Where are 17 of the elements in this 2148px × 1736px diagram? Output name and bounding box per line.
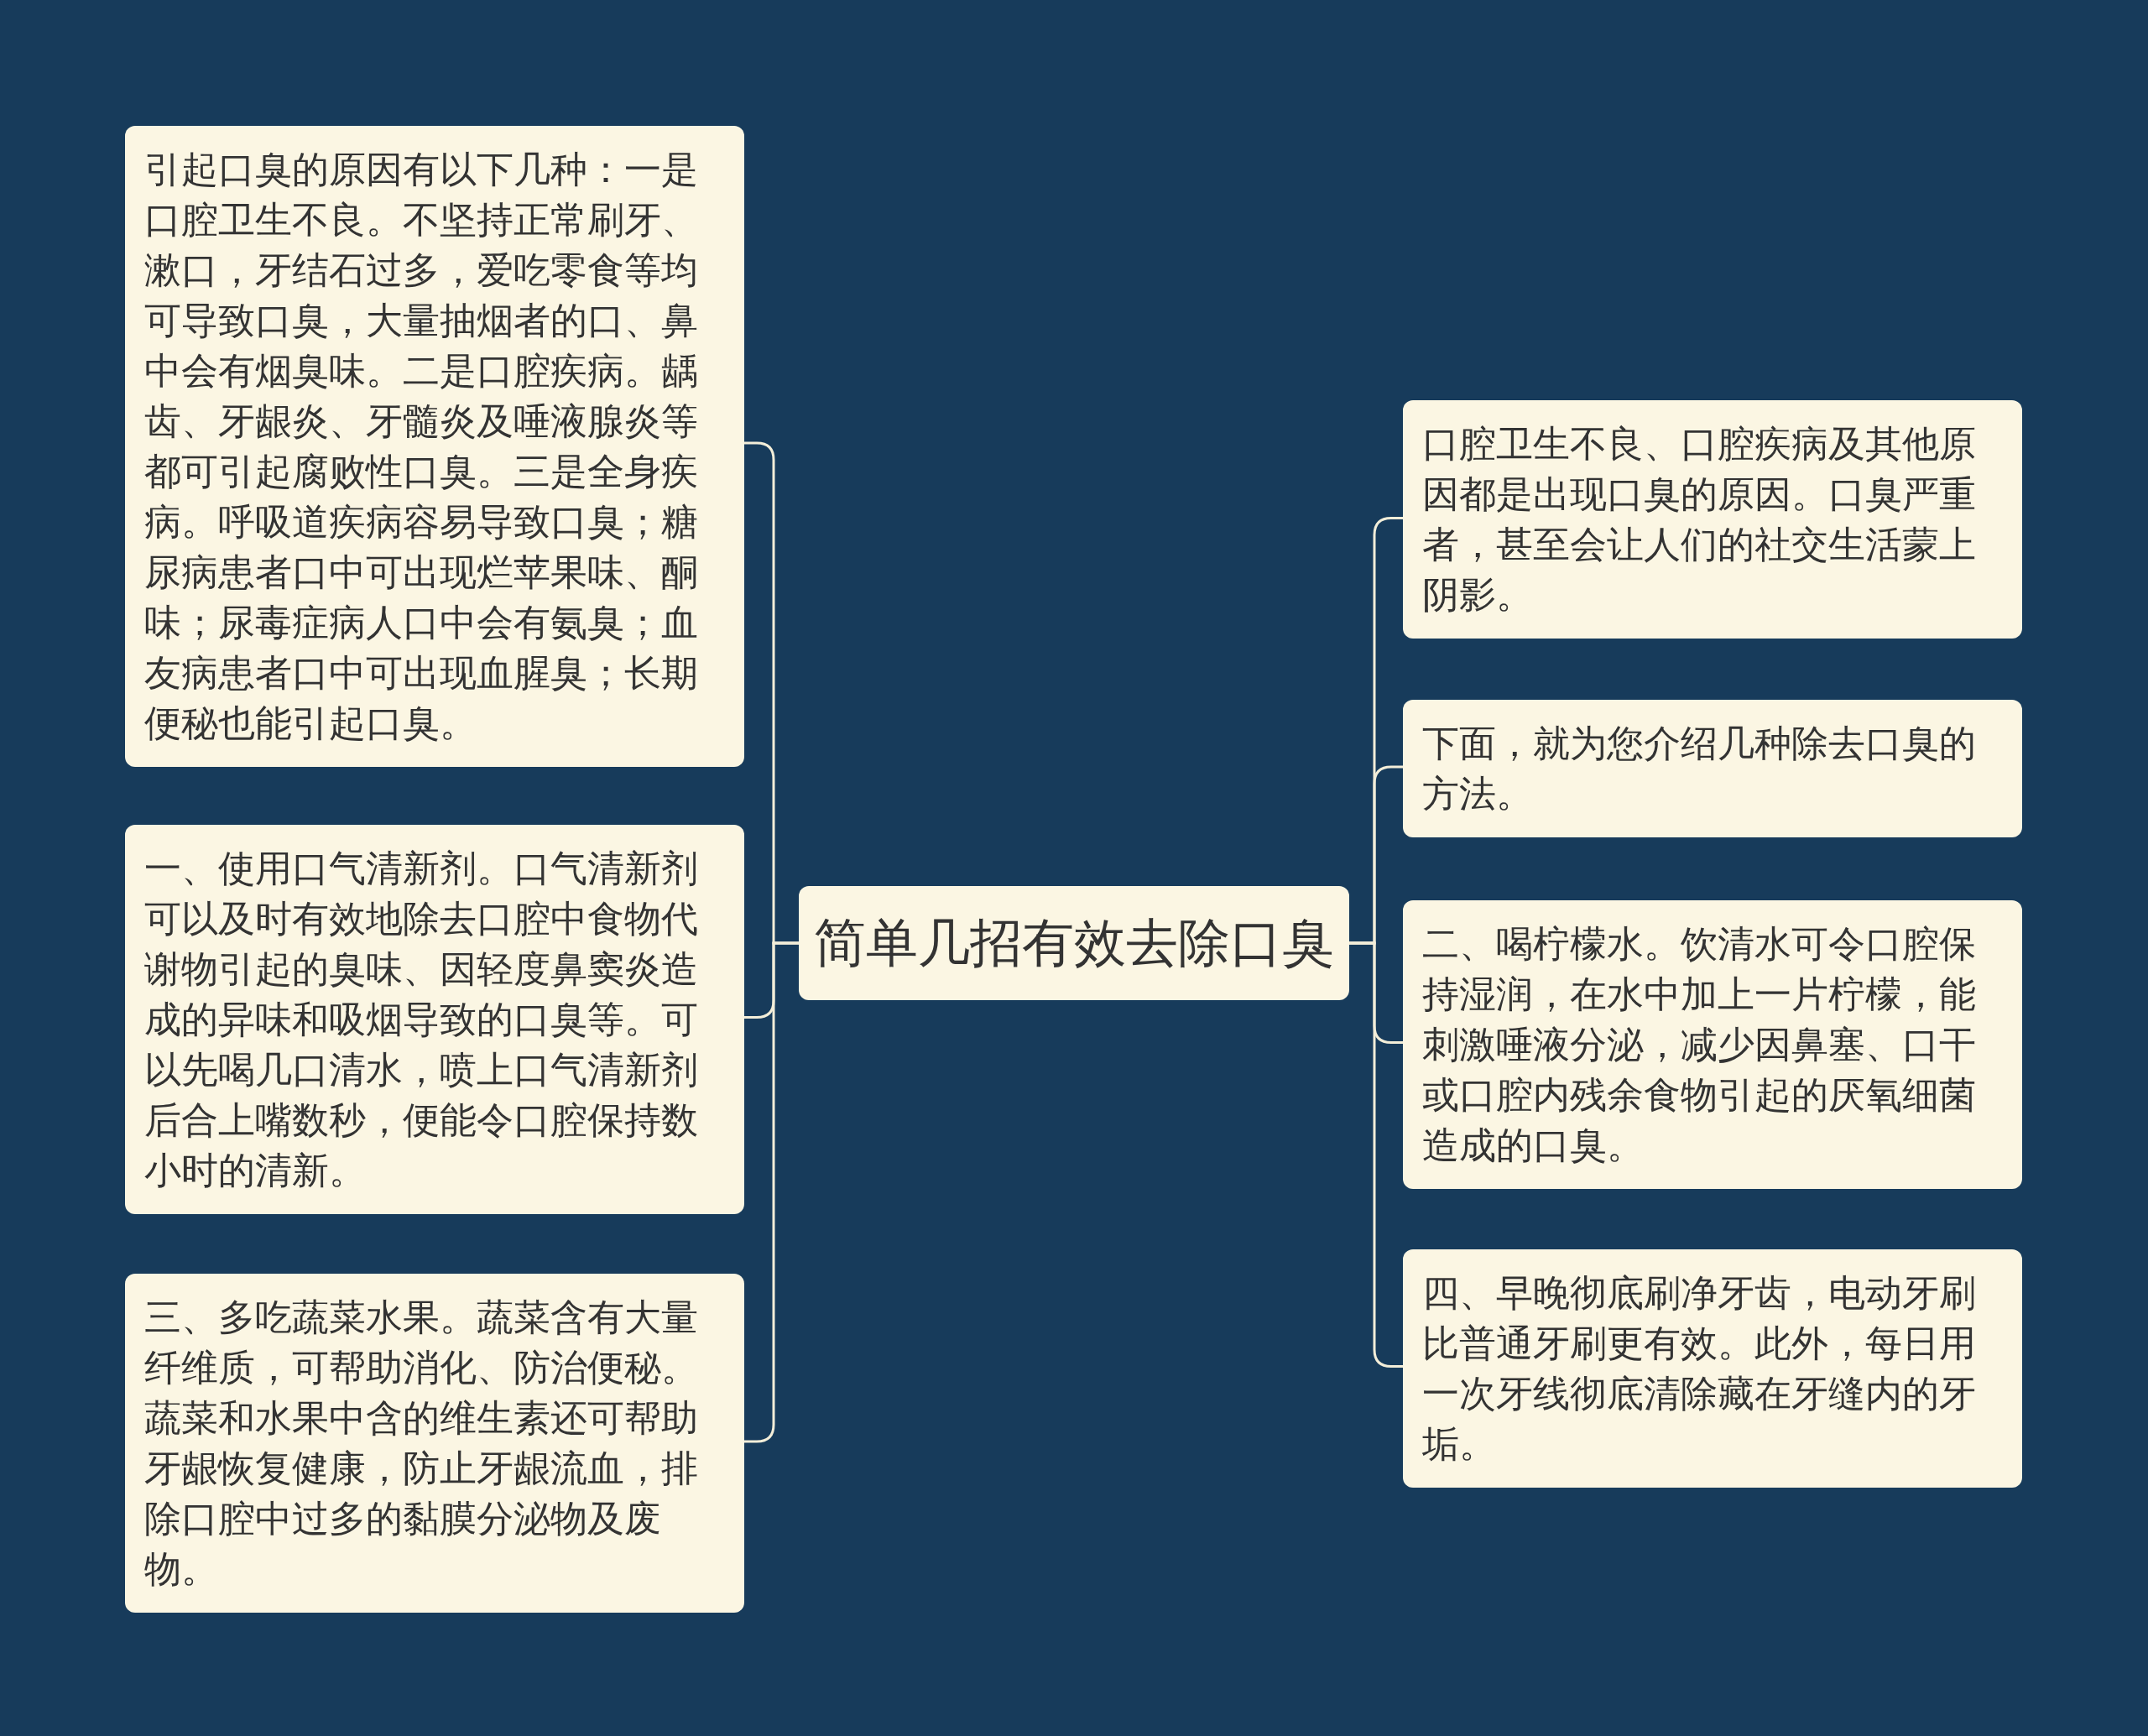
topic-box (1403, 400, 2022, 639)
topic-box (1403, 900, 2022, 1189)
topic-text: 引起口臭的原因有以下几种：一是口腔卫生不良。不坚持正常刷牙、漱口，牙结石过多，爱吃零食等均可导致口臭，大量抽烟者的口、鼻中会有烟臭味。二是口腔疾病。龋齿、牙龈炎、牙髓炎及唾液腺炎等都可引起腐败性口臭。三是全身疾病。呼吸道疾病容易导致口臭；糖尿病患者口中可出现烂苹果味、酮味；尿毒症病人口中会有氨臭；血友病患者口中可出现血腥臭；长期便秘也能引起口臭。 (144, 147, 699, 746)
topic-text: 四、早晚彻底刷净牙齿，电动牙刷比普通牙刷更有效。此外，每日用一次牙线彻底清除藏在牙缝内的牙垢。 (1422, 1270, 1977, 1467)
topic-box (1403, 700, 2022, 837)
topic-text: 下面，就为您介绍几种除去口臭的方法。 (1422, 721, 1977, 816)
topic-box (1403, 1249, 2022, 1488)
central-topic-text: 简单几招有效去除口臭 (814, 911, 1334, 975)
topic-box (125, 825, 744, 1214)
topic-text: 二、喝柠檬水。饮清水可令口腔保持湿润，在水中加上一片柠檬，能刺激唾液分泌，减少因鼻塞、口干或口腔内残余食物引起的厌氧细菌造成的口臭。 (1422, 921, 1977, 1168)
topic-text: 三、多吃蔬菜水果。蔬菜含有大量纤维质，可帮助消化、防治便秘。蔬菜和水果中含的维生素还可帮助牙龈恢复健康，防止牙龈流血，排除口腔中过多的黏膜分泌物及废物。 (144, 1295, 699, 1592)
connector-line (744, 941, 799, 1443)
topic-text: 口腔卫生不良、口腔疾病及其他原因都是出现口臭的原因。口臭严重者，甚至会让人们的社交生活蒙上阴影。 (1422, 421, 1977, 618)
topic-box (125, 126, 744, 767)
topic-box (125, 1274, 744, 1613)
central-topic-box (799, 886, 1349, 1000)
topic-text: 一、使用口气清新剂。口气清新剂可以及时有效地除去口腔中食物代谢物引起的臭味、因轻度鼻窦炎造成的异味和吸烟导致的口臭等。可以先喝几口清水，喷上口气清新剂后合上嘴数秒，便能令口腔保持数小时的清新。 (144, 846, 699, 1193)
